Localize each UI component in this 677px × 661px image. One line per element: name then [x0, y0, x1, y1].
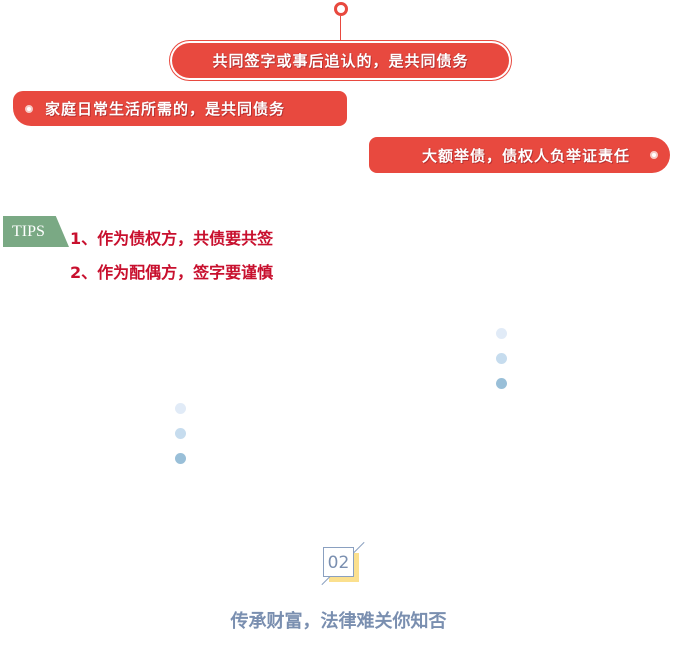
ring-icon	[650, 151, 658, 159]
bubble-joint-signature: 共同签字或事后追认的，是共同债务	[172, 43, 509, 78]
bubble-daily-needs: 家庭日常生活所需的，是共同债务	[13, 91, 347, 126]
decor-dot	[496, 378, 507, 389]
top-pin-icon	[334, 2, 348, 16]
decor-dot	[496, 353, 507, 364]
tip-2: 2、作为配偶方，签字要谨慎	[70, 263, 274, 282]
section-number: 02	[323, 547, 354, 577]
bubble-text: 大额举债，债权人负举证责任	[421, 146, 630, 165]
ring-icon	[25, 104, 33, 113]
tips-label: TIPS	[12, 223, 45, 240]
bubble-large-debt: 大额举债，债权人负举证责任	[369, 137, 670, 173]
decor-dot	[175, 403, 186, 414]
connector-line	[340, 16, 341, 44]
bubble-text: 家庭日常生活所需的，是共同债务	[45, 100, 286, 118]
decor-dot	[175, 428, 186, 439]
section-title: 传承财富，法律难关你知否	[230, 611, 447, 632]
decor-dot	[496, 328, 507, 339]
decor-dot	[175, 453, 186, 464]
bubble-text: 共同签字或事后追认的，是共同债务	[212, 52, 469, 70]
section-number-text: 02	[327, 553, 350, 573]
tips-badge: TIPS	[3, 216, 69, 247]
tip-1: 1、作为债权方，共债要共签	[70, 229, 274, 248]
